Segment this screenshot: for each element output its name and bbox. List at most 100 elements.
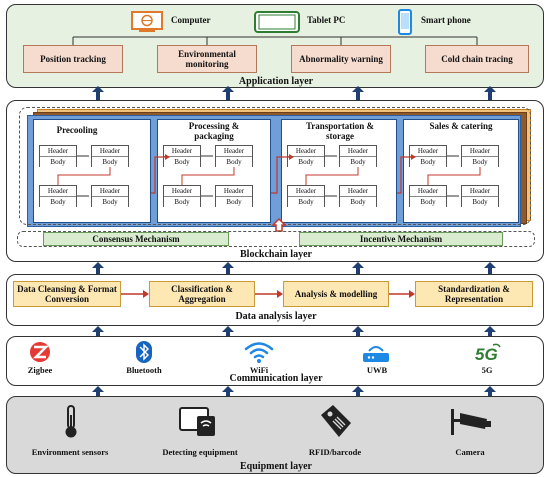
- svg-text:5G: 5G: [475, 345, 498, 363]
- bluetooth-icon: [136, 341, 152, 363]
- equipment-layer: Environment sensors Detecting equipment …: [6, 396, 544, 474]
- chain-links: [151, 154, 416, 232]
- rfid-tag-icon: [321, 405, 351, 437]
- block-body-label: Body: [288, 157, 324, 167]
- computer-icon: [131, 11, 163, 32]
- router-icon: [363, 346, 389, 362]
- wifi-icon: [244, 342, 274, 363]
- communication-layer: Zigbee Bluetooth WiFi UWB 5G 5G Communic…: [6, 336, 544, 386]
- block-body-label: Body: [340, 197, 376, 207]
- function-cold-chain-tracing: Cold chain tracing: [425, 45, 529, 73]
- step-arrows: [121, 290, 415, 298]
- consensus-mechanism: Consensus Mechanism: [43, 232, 229, 246]
- stage-title-sales: Sales & catering: [429, 121, 493, 131]
- device-label-computer: Computer: [171, 15, 211, 25]
- comm-label-zigbee: Zigbee: [27, 365, 53, 375]
- block-header-label: Header: [410, 146, 446, 157]
- block-body-label: Body: [410, 157, 446, 167]
- block-header-label: Header: [92, 146, 128, 157]
- step-data-cleansing: Data Cleansing & Format Conversion: [13, 281, 121, 307]
- layer-arrows-4: [92, 386, 496, 396]
- block-header-label: Header: [216, 146, 252, 157]
- block-header-label: Header: [164, 186, 200, 197]
- detector-icon: [179, 407, 215, 436]
- block-header-label: Header: [164, 146, 200, 157]
- function-position-tracking: Position tracking: [23, 45, 123, 73]
- device-connector: [72, 36, 478, 45]
- communication-layer-title: Communication layer: [229, 373, 323, 384]
- block-body-label: Body: [40, 157, 76, 167]
- step-classification: Classification & Aggregation: [149, 281, 255, 307]
- stage-title-transportation: Transportation & storage: [305, 121, 375, 141]
- block-body-label: Body: [92, 157, 128, 167]
- thermometer-icon: [65, 405, 77, 438]
- block-header-label: Header: [340, 146, 376, 157]
- comm-label-5g: 5G: [481, 365, 493, 375]
- equip-label-camera: Camera: [455, 447, 485, 457]
- block-body-label: Body: [40, 197, 76, 207]
- block-header-label: Header: [40, 146, 76, 157]
- step-analysis-modelling: Analysis & modelling: [283, 281, 389, 307]
- stage-title-precooling: Precooling: [56, 125, 98, 135]
- block-row-link: [57, 167, 111, 185]
- block-header-label: Header: [340, 186, 376, 197]
- block-body-label: Body: [462, 157, 498, 167]
- data-analysis-layer-title: Data analysis layer: [235, 311, 317, 322]
- block-row-link: [427, 167, 481, 185]
- consensus-arrow: [271, 217, 287, 232]
- block-header-label: Header: [40, 186, 76, 197]
- block-header-label: Header: [410, 186, 446, 197]
- block-header-label: Header: [462, 186, 498, 197]
- equip-label-detecting: Detecting equipment: [162, 447, 238, 457]
- equip-label-rfid: RFID/barcode: [308, 447, 362, 457]
- function-abnormality-warning: Abnormality warning: [291, 45, 391, 73]
- block-header-label: Header: [288, 146, 324, 157]
- block-header-label: Header: [92, 186, 128, 197]
- 5g-icon: 5G: [475, 343, 501, 363]
- block-header-label: Header: [462, 146, 498, 157]
- comm-label-bluetooth: Bluetooth: [126, 365, 162, 375]
- application-layer: Computer Tablet PC Smart phone Position …: [6, 4, 544, 88]
- zigbee-icon: [30, 342, 50, 362]
- device-label-tablet: Tablet PC: [307, 15, 346, 25]
- mechanism-dashed-outline: [17, 231, 535, 247]
- comm-label-uwb: UWB: [366, 365, 388, 375]
- step-standardization: Standardization & Representation: [415, 281, 533, 307]
- equipment-layer-title: Equipment layer: [240, 461, 312, 472]
- application-layer-title: Application layer: [238, 76, 314, 87]
- block-row-link: [305, 167, 359, 185]
- block-header-label: Header: [216, 186, 252, 197]
- block-body-label: Body: [462, 197, 498, 207]
- layer-arrows-1: [92, 86, 496, 100]
- tablet-icon: [254, 11, 300, 33]
- smartphone-icon: [398, 9, 412, 35]
- block-body-label: Body: [288, 197, 324, 207]
- device-label-smartphone: Smart phone: [421, 15, 471, 25]
- layer-arrows-3: [92, 326, 496, 336]
- block-body-label: Body: [410, 197, 446, 207]
- blockchain-layer: Precooling Processing & packaging Transp…: [6, 100, 544, 262]
- block-row-link: [181, 167, 235, 185]
- incentive-mechanism: Incentive Mechanism: [299, 232, 503, 246]
- block-body-label: Body: [216, 197, 252, 207]
- layer-arrows-2: [92, 262, 496, 274]
- equip-label-sensors: Environment sensors: [31, 447, 109, 457]
- stage-title-processing: Processing & packaging: [188, 121, 240, 141]
- blockchain-layer-title: Blockchain layer: [240, 249, 312, 260]
- camera-icon: [451, 409, 491, 435]
